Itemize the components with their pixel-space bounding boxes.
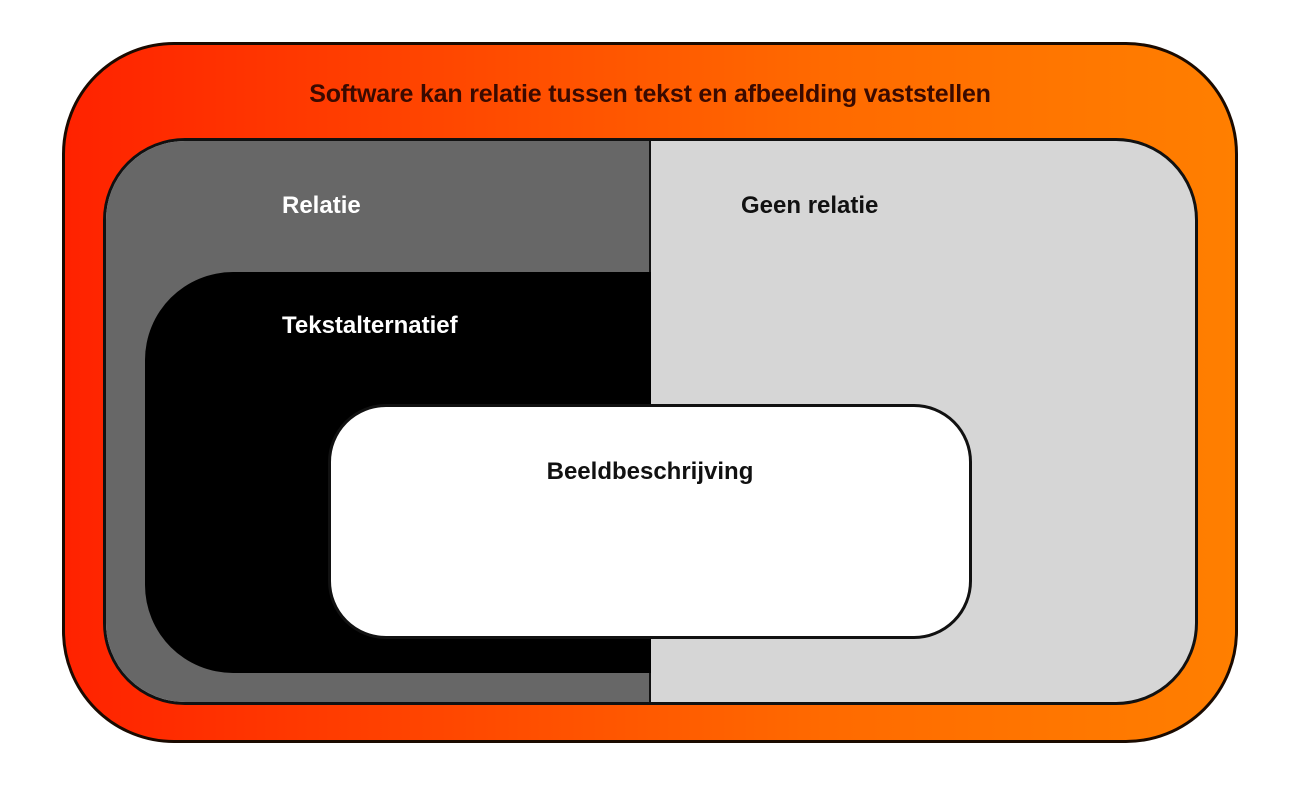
geen-relatie-label: Geen relatie [741,192,879,219]
beeldbeschrijving-label: Beeldbeschrijving [546,458,754,485]
relatie-label: Relatie [282,192,361,219]
outer-region-label: Software kan relatie tussen tekst en afb… [309,80,991,108]
beeldbeschrijving-region [328,404,972,639]
tekstalternatief-label: Tekstalternatief [282,312,458,339]
